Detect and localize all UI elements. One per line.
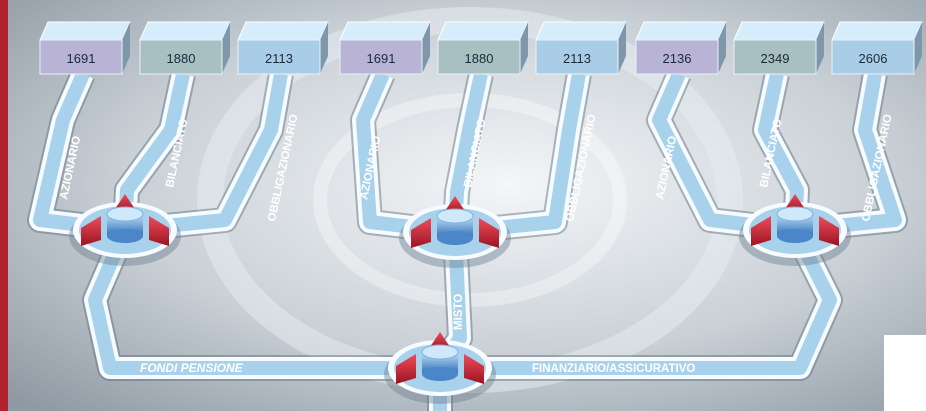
hub-icon-1 bbox=[69, 194, 181, 266]
box-side bbox=[320, 22, 328, 74]
value-box-5: 1880 bbox=[437, 21, 529, 75]
value-boxes: 1691 1880 2113 1691 1880 2113 2136 2349 2606 bbox=[39, 21, 923, 75]
box-front bbox=[635, 39, 719, 75]
value-box-4: 1691 bbox=[339, 21, 431, 75]
box-side bbox=[222, 22, 230, 74]
value-box-8: 2349 bbox=[733, 21, 825, 75]
box-value-label: 2113 bbox=[563, 51, 591, 66]
value-box-6: 2113 bbox=[535, 21, 627, 75]
box-top bbox=[733, 21, 825, 41]
box-top bbox=[339, 21, 431, 41]
box-front bbox=[437, 39, 521, 75]
box-top bbox=[139, 21, 231, 41]
box-top bbox=[437, 21, 529, 41]
box-value-label: 2349 bbox=[761, 51, 790, 66]
value-box-2: 1880 bbox=[139, 21, 231, 75]
box-side bbox=[422, 22, 430, 74]
box-value-label: 1691 bbox=[67, 51, 96, 66]
road-label-fondi-pensione: FONDI PENSIONE bbox=[140, 361, 244, 375]
road-label-misto: MISTO bbox=[453, 294, 465, 330]
side-stripe bbox=[0, 0, 8, 411]
box-side bbox=[122, 22, 130, 74]
box-front bbox=[339, 39, 423, 75]
value-box-1: 1691 bbox=[39, 21, 131, 75]
box-side bbox=[520, 22, 528, 74]
hub-group bbox=[69, 194, 851, 404]
box-front bbox=[237, 39, 321, 75]
box-value-label: 1880 bbox=[465, 51, 494, 66]
hub-arrow-left-icon bbox=[81, 216, 101, 246]
box-front bbox=[139, 39, 223, 75]
value-box-9: 2606 bbox=[831, 21, 923, 75]
hub-arrow-left-icon bbox=[396, 354, 416, 384]
box-side bbox=[718, 22, 726, 74]
road-label-finanziario: FINANZIARIO/ASSICURATIVO bbox=[532, 363, 695, 375]
box-front bbox=[831, 39, 915, 75]
box-front bbox=[39, 39, 123, 75]
box-front bbox=[535, 39, 619, 75]
corner-panel bbox=[884, 335, 926, 411]
road-finanziario bbox=[440, 226, 837, 375]
hub-icon-3 bbox=[739, 194, 851, 266]
hub-icon-2 bbox=[399, 196, 511, 268]
box-front bbox=[733, 39, 817, 75]
box-side bbox=[914, 22, 922, 74]
box-top bbox=[237, 21, 329, 41]
box-side bbox=[816, 22, 824, 74]
hub-arrow-right-icon bbox=[149, 216, 169, 246]
value-box-3: 2113 bbox=[237, 21, 329, 75]
value-box-7: 2136 bbox=[635, 21, 727, 75]
box-top bbox=[831, 21, 923, 41]
road-fondi-pensione bbox=[88, 227, 440, 375]
hub-arrow-left-icon bbox=[751, 216, 771, 246]
box-value-label: 1691 bbox=[367, 51, 396, 66]
hub-icon-4 bbox=[384, 332, 496, 404]
hub-arrow-right-icon bbox=[819, 216, 839, 246]
hub-arrow-right-icon bbox=[464, 354, 484, 384]
box-value-label: 2606 bbox=[859, 51, 888, 66]
box-top bbox=[39, 21, 131, 41]
box-top bbox=[635, 21, 727, 41]
box-value-label: 2113 bbox=[265, 51, 293, 66]
box-top bbox=[535, 21, 627, 41]
hub-arrow-right-icon bbox=[479, 218, 499, 248]
box-value-label: 2136 bbox=[663, 51, 692, 66]
box-side bbox=[618, 22, 626, 74]
hub-arrow-left-icon bbox=[411, 218, 431, 248]
box-value-label: 1880 bbox=[167, 51, 196, 66]
